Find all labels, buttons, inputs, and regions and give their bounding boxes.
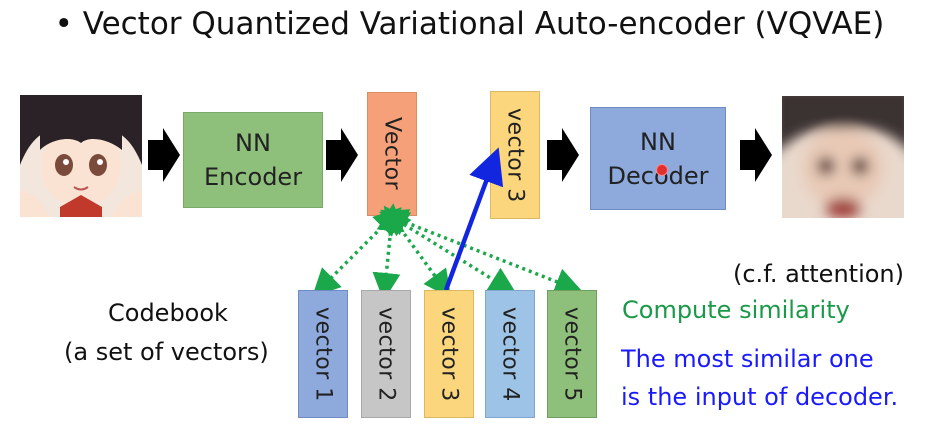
nn-encoder-box: NN Encoder	[183, 112, 323, 208]
codebook-vector-2-label: vector 2	[373, 306, 399, 402]
output-image	[782, 96, 904, 218]
cf-attention-note: (c.f. attention)	[733, 260, 904, 288]
arrow-encoder-to-vector	[326, 128, 358, 182]
codebook-vector-2: vector 2	[361, 290, 411, 418]
codebook-vector-3-label: vector 3	[436, 306, 462, 402]
codebook-vector-5-label: vector 5	[559, 306, 585, 402]
codebook-vector-5: vector 5	[547, 290, 597, 418]
encoder-output-vector: Vector	[367, 92, 417, 216]
most-similar-note-line1: The most similar one	[621, 345, 874, 373]
similarity-arrow-1	[312, 207, 402, 297]
similarity-arrow-2	[372, 203, 405, 301]
selection-arrow	[443, 147, 504, 291]
nn-decoder-box: NN Decoder	[590, 107, 726, 210]
codebook-vector-4: vector 4	[485, 290, 535, 418]
codebook-label: Codebook	[108, 299, 228, 327]
encoder-output-vector-label: Vector	[379, 117, 405, 191]
codebook-vector-3: vector 3	[424, 290, 474, 418]
input-image	[20, 95, 142, 217]
codebook-sublabel: (a set of vectors)	[64, 338, 269, 366]
similarity-arrow-4	[380, 209, 517, 295]
compute-similarity-note: Compute similarity	[622, 296, 850, 324]
arrow-decoder-to-output	[740, 128, 772, 182]
arrow-input-to-encoder	[148, 128, 180, 182]
selected-vector-label: vector 3	[502, 107, 528, 203]
most-similar-note-line2: is the input of decoder.	[621, 383, 899, 411]
codebook-vector-1: vector 1	[298, 290, 348, 418]
similarity-arrow-3	[383, 205, 452, 299]
codebook-vector-4-label: vector 4	[497, 306, 523, 402]
cursor-dot	[656, 164, 668, 176]
slide-title: • Vector Quantized Variational Auto-enco…	[54, 6, 885, 42]
arrow-vector3-to-decoder	[547, 128, 579, 182]
codebook-vector-1-label: vector 1	[310, 306, 336, 402]
